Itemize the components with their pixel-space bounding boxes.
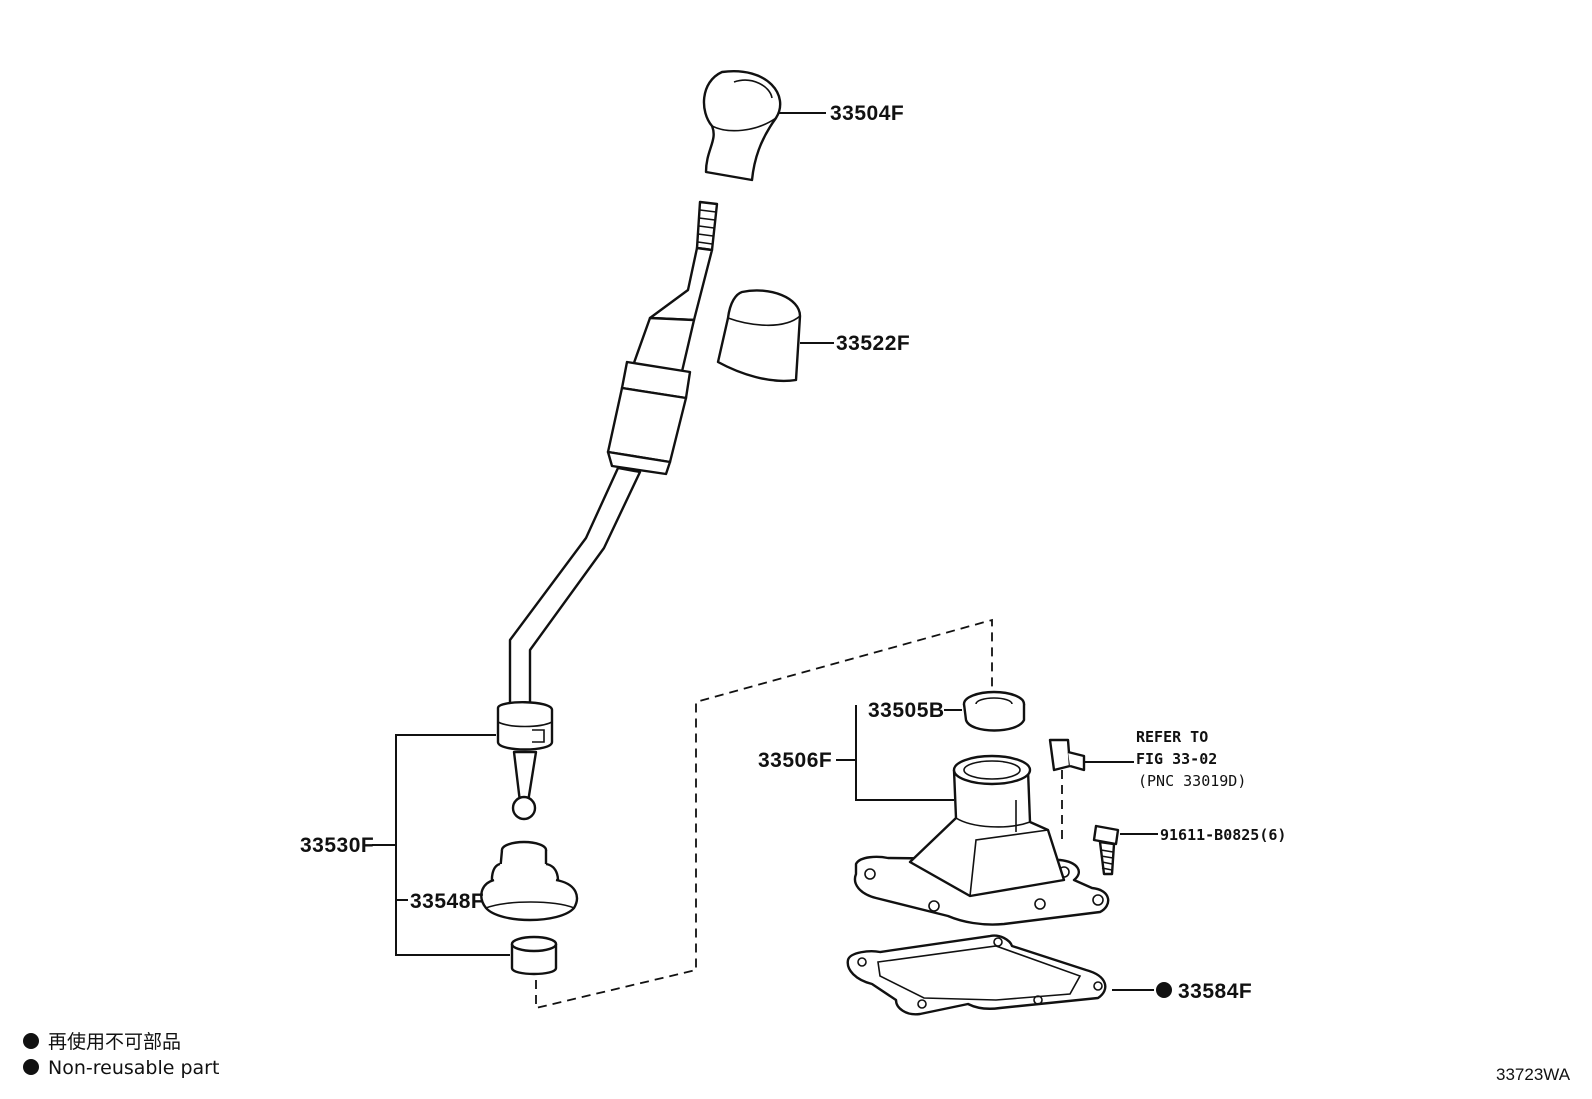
refer-line-2[interactable]: FIG 33-02	[1136, 750, 1217, 768]
label-33505B[interactable]: 33505B	[868, 699, 945, 722]
label-91611[interactable]: 91611-B0825(6)	[1160, 826, 1286, 844]
shift-lever[interactable]	[496, 200, 719, 821]
label-33522F[interactable]: 33522F	[836, 332, 910, 355]
housing-33506F[interactable]	[853, 754, 1110, 926]
refer-line-1[interactable]: REFER TO	[1136, 728, 1208, 746]
boot-33522F[interactable]	[716, 289, 802, 383]
bracket-33530F	[395, 734, 510, 956]
vent-plug[interactable]	[1048, 738, 1086, 772]
label-33584F[interactable]: 33584F	[1178, 980, 1252, 1003]
label-33548F[interactable]: 33548F	[410, 890, 484, 913]
legend-text-en: Non-reusable part	[48, 1057, 219, 1079]
figure-id: 33723WA	[1496, 1065, 1571, 1084]
label-33506F[interactable]: 33506F	[758, 749, 832, 772]
legend-text-jp: 再使用不可部品	[48, 1031, 181, 1053]
boot-33548F[interactable]	[480, 840, 579, 922]
bracket-33506F	[855, 705, 954, 801]
seal-33505B[interactable]	[962, 690, 1026, 732]
bolt-91611[interactable]	[1092, 824, 1120, 876]
non-reusable-marker-33584F	[1156, 982, 1172, 998]
refer-line-3[interactable]: (PNC 33019D)	[1138, 772, 1246, 790]
label-33504F[interactable]: 33504F	[830, 102, 904, 125]
gasket-33584F[interactable]	[846, 934, 1107, 1016]
shift-knob[interactable]	[702, 70, 782, 182]
label-33530F[interactable]: 33530F	[300, 834, 374, 857]
assembly-dashed-line	[535, 618, 993, 1010]
legend-bullet-1	[23, 1033, 39, 1049]
legend-bullet-2	[23, 1059, 39, 1075]
bushing[interactable]	[510, 935, 558, 976]
